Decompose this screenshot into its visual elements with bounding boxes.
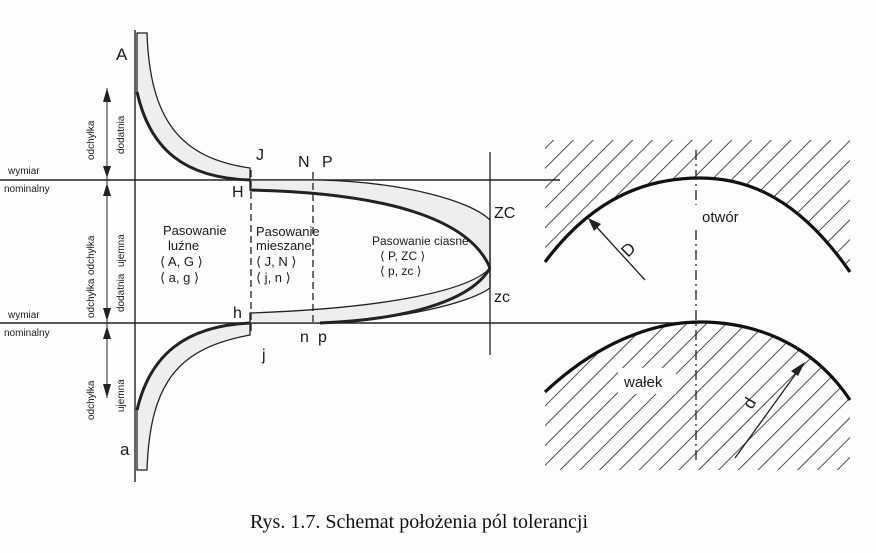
diameter-d-arrow [734,367,801,459]
nominal-label-bottom-2: nominalny [4,328,50,339]
loose-fit-line1: Pasowanie [163,223,227,238]
label-n: n [300,329,309,346]
arrowhead-D [588,218,601,231]
label-h: h [233,305,242,322]
deviation-lower-1-line2: ujemna [116,234,127,267]
nominal-label-top-2: nominalny [4,184,50,195]
tight-fit-line3: ⟨ p, zc ⟩ [380,264,421,278]
hole-label: otwór [702,209,739,226]
label-zc: zc [494,289,510,306]
shaft-contour [543,320,852,401]
label-A: A [116,45,128,64]
shaft-hatch [545,322,850,470]
label-p: p [318,329,327,346]
tight-fit-line2: ⟨ P, ZC ⟩ [380,249,425,263]
label-P: P [322,154,333,171]
label-D: D [617,239,639,261]
diameter-D-arrow [591,221,646,281]
arrow-up-1 [103,88,111,102]
deviation-lower-2-line1: odchyłka [86,380,97,420]
arrow-down-2 [103,308,111,321]
loose-fit-line2: luźne [168,238,199,253]
mixed-fit-line3: ⟨ J, N ⟩ [256,254,296,269]
deviation-upper-2-line1: odchyłka [86,278,97,318]
label-H: H [232,184,244,201]
hole-contour [543,176,852,273]
loose-fit-line4: ⟨ a, g ⟩ [160,270,199,285]
label-ZC: ZC [494,205,515,222]
arrow-down-1 [103,166,111,178]
nominal-label-top-1: wymiar [7,166,40,177]
deviation-lower-1-line1: odchyłka [86,235,97,275]
arrowhead-d [791,362,805,376]
label-N: N [298,154,310,171]
shaft-label: wałek [623,374,663,391]
tolerance-band-a [136,322,251,471]
deviation-upper-2-line2: dodatnia [116,273,127,312]
deviation-upper-1-line1: odchyłka [86,120,97,160]
nominal-label-bottom-1: wymiar [7,310,40,321]
mixed-fit-line4: ⟨ j, n ⟩ [256,270,291,285]
arrow-up-3 [103,326,111,339]
tolerance-band-A [136,32,251,181]
mixed-fit-line1: Pasowanie [256,224,320,239]
mixed-fit-line2: mieszane [256,238,312,253]
deviation-lower-2-line2: ujemna [116,379,127,412]
tight-fit-line1: Pasowanie ciasne [372,234,469,248]
label-J: J [256,147,264,164]
label-j: j [261,347,266,364]
loose-fit-line3: ⟨ A, G ⟩ [160,254,203,269]
deviation-upper-1-line2: dodatnia [116,115,127,154]
label-a: a [120,440,130,459]
figure-caption: Rys. 1.7. Schemat położenia pól toleranc… [250,511,588,533]
shaft-label-bg [618,368,676,394]
arrow-down-3 [103,384,111,398]
arrow-up-2 [103,183,111,196]
